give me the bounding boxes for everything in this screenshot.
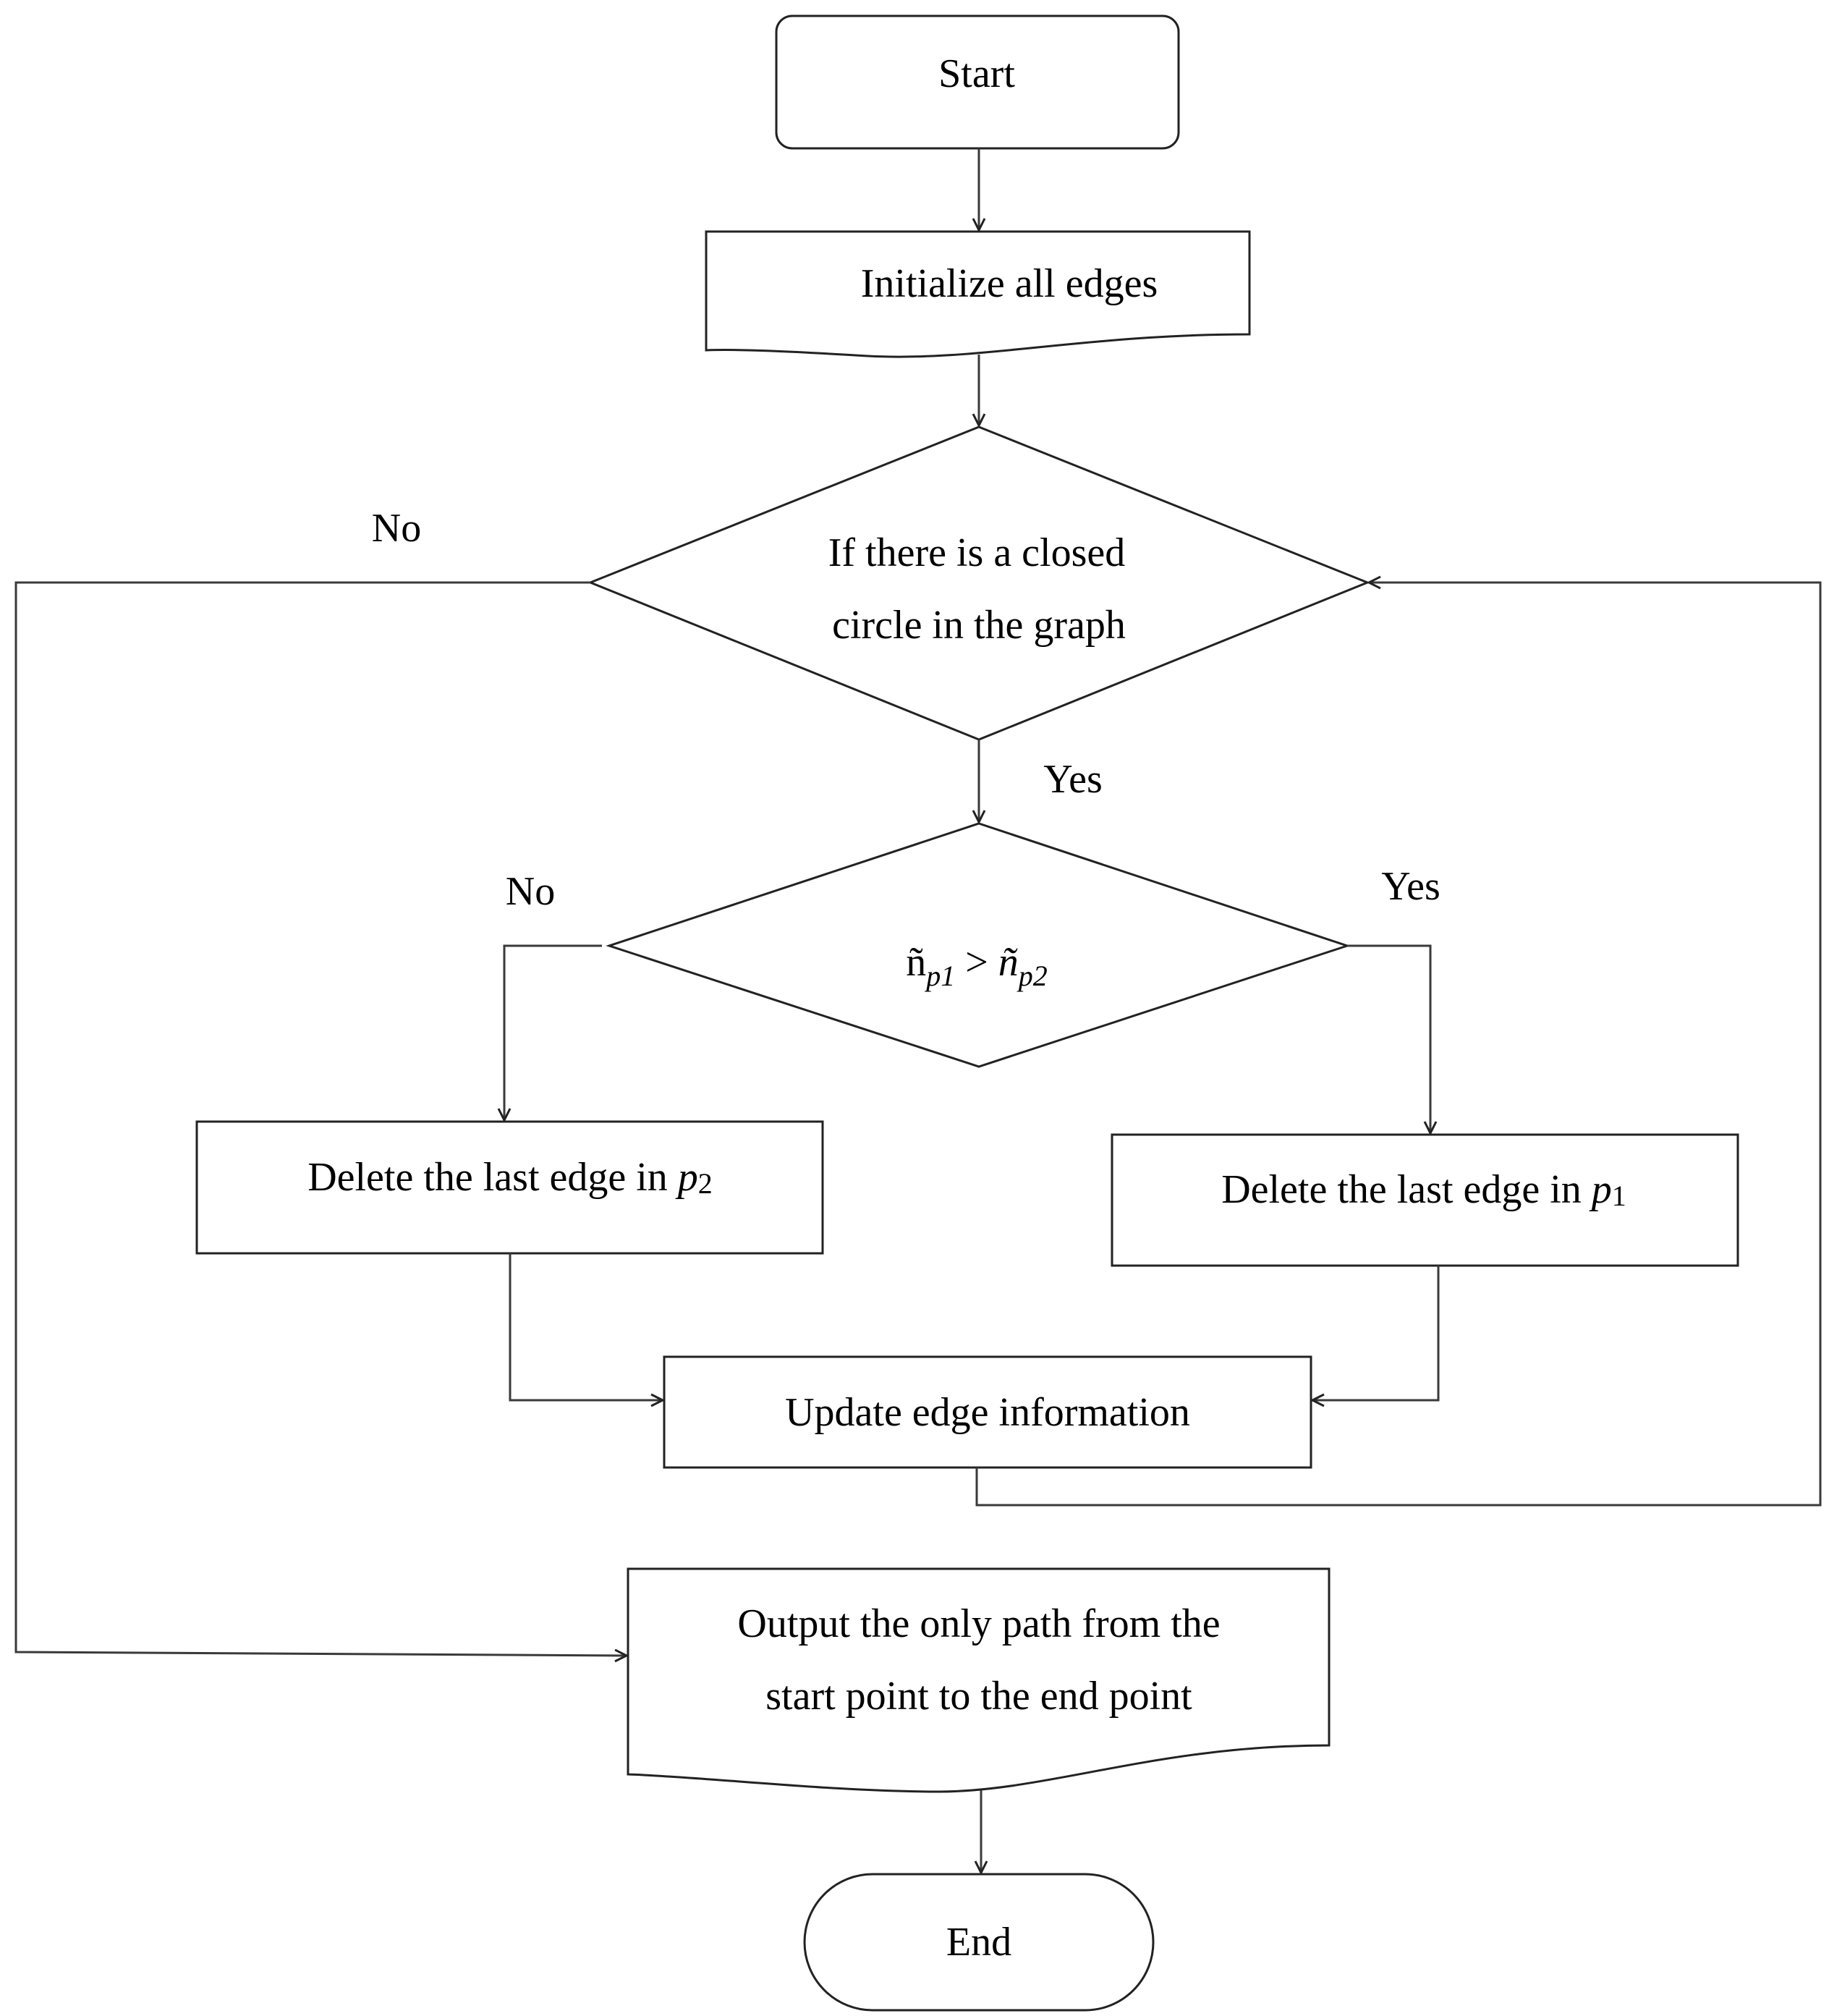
delete-p1-node: Delete the last edge in p1 — [1111, 1133, 1739, 1267]
decision2-lhs-sub: p1 — [924, 960, 955, 992]
start-label: Start — [938, 51, 1015, 96]
output-line2: start point to the end point — [765, 1674, 1192, 1719]
arrow-decision2-no — [504, 944, 602, 1120]
decision1-line2: circle in the graph — [832, 603, 1126, 648]
end-label: End — [946, 1920, 1011, 1965]
output-node: Output the only path from the start poin… — [627, 1567, 1331, 1793]
delete-p2-text: Delete the last edge in — [307, 1155, 678, 1200]
arrow-p2-to-update — [509, 1253, 663, 1400]
delete-p1-label: Delete the last edge in p1 — [1221, 1167, 1626, 1212]
decision2-no-label: No — [506, 869, 555, 914]
arrow-decision2-yes — [1347, 944, 1430, 1133]
decision2-rhs-sub: p2 — [1017, 960, 1048, 992]
update-node: Update edge information — [663, 1355, 1312, 1469]
closed-circle-decision: If there is a closed circle in the graph — [587, 425, 1371, 741]
arrow-decision1-no — [14, 581, 627, 1656]
decision1-yes-label: Yes — [1043, 757, 1102, 802]
start-node: Start — [775, 14, 1180, 150]
decision2-rhs: ñ — [998, 940, 1019, 985]
decision2-formula: ñp1 > ñp2 — [906, 940, 1048, 992]
update-label: Update edge information — [785, 1390, 1190, 1435]
decision2-lhs: ñ — [906, 940, 926, 985]
arrow-p1-to-update — [1312, 1266, 1440, 1400]
compare-decision: ñp1 > ñp2 — [606, 822, 1351, 1068]
delete-p2-label: Delete the last edge in p2 — [307, 1155, 713, 1200]
initialize-node: Initialize all edges — [705, 230, 1251, 358]
delete-p1-var: p — [1589, 1167, 1612, 1212]
decision2-operator: > — [955, 940, 998, 985]
delete-p2-node: Delete the last edge in p2 — [195, 1120, 824, 1255]
delete-p2-var: p — [675, 1155, 698, 1200]
initialize-label: Initialize all edges — [861, 261, 1158, 306]
delete-p1-text: Delete the last edge in — [1221, 1167, 1592, 1212]
arrow-update-loop-back — [975, 583, 1822, 1507]
decision1-line1: If there is a closed — [828, 530, 1125, 575]
end-node: End — [803, 1873, 1155, 2012]
decision2-yes-label: Yes — [1381, 864, 1440, 909]
delete-p1-sub: 1 — [1612, 1179, 1626, 1212]
output-line1: Output the only path from the — [737, 1601, 1220, 1646]
decision1-no-label: No — [372, 506, 421, 551]
delete-p2-sub: 2 — [698, 1167, 713, 1200]
